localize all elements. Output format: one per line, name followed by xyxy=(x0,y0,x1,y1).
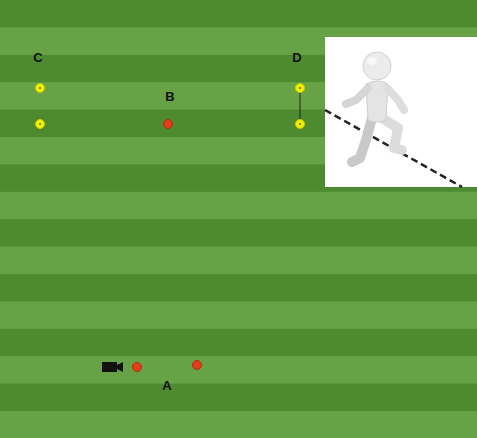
marker xyxy=(133,363,142,372)
illustration-inset xyxy=(325,37,477,187)
stripe xyxy=(0,247,477,275)
stripe xyxy=(0,0,477,28)
gate-line xyxy=(300,88,301,124)
area-label: A xyxy=(162,378,171,394)
camera-icon xyxy=(102,362,123,372)
area-label: D xyxy=(292,50,301,66)
stripe xyxy=(0,356,477,384)
marker xyxy=(193,361,202,370)
stripe xyxy=(0,219,477,247)
stripe xyxy=(0,274,477,302)
stripe xyxy=(0,301,477,329)
cone xyxy=(36,84,45,93)
stripe xyxy=(0,329,477,357)
area-label: C xyxy=(33,50,42,66)
cone xyxy=(296,84,305,93)
stripe xyxy=(0,384,477,412)
marker xyxy=(164,120,173,129)
stripe xyxy=(0,192,477,220)
stripe xyxy=(0,411,477,438)
area-label: B xyxy=(165,89,174,105)
cone xyxy=(296,120,305,129)
cone xyxy=(36,120,45,129)
